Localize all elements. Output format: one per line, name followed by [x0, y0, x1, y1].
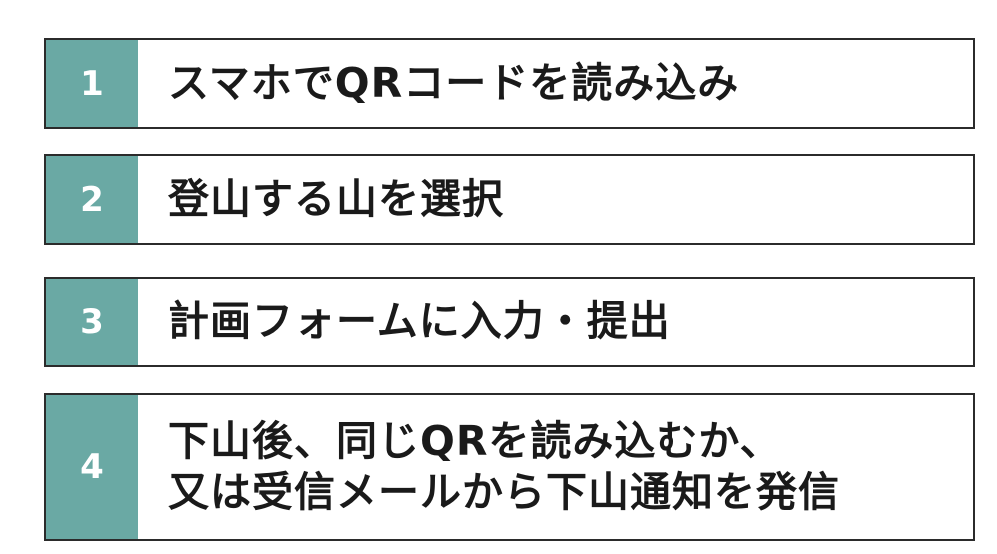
step-text: 登山する山を選択 [138, 156, 973, 243]
step-4: 4 下山後、同じQRを読み込むか、 又は受信メールから下山通知を発信 [44, 393, 975, 541]
step-number: 1 [46, 40, 138, 127]
step-3: 3 計画フォームに入力・提出 [44, 277, 975, 367]
step-2: 2 登山する山を選択 [44, 154, 975, 245]
step-text-line: 計画フォームに入力・提出 [168, 297, 671, 346]
step-text: 下山後、同じQRを読み込むか、 又は受信メールから下山通知を発信 [138, 395, 973, 539]
step-text-line: 下山後、同じQRを読み込むか、 [168, 416, 782, 465]
step-text-line: 登山する山を選択 [168, 174, 504, 223]
step-text: 計画フォームに入力・提出 [138, 279, 973, 365]
step-text-line: 又は受信メールから下山通知を発信 [168, 468, 840, 516]
step-number: 2 [46, 156, 138, 243]
step-text: スマホでQRコードを読み込み [138, 40, 973, 127]
step-1: 1 スマホでQRコードを読み込み [44, 38, 975, 129]
step-number: 3 [46, 279, 138, 365]
step-text-line: スマホでQRコードを読み込み [168, 58, 740, 107]
step-number: 4 [46, 395, 138, 539]
